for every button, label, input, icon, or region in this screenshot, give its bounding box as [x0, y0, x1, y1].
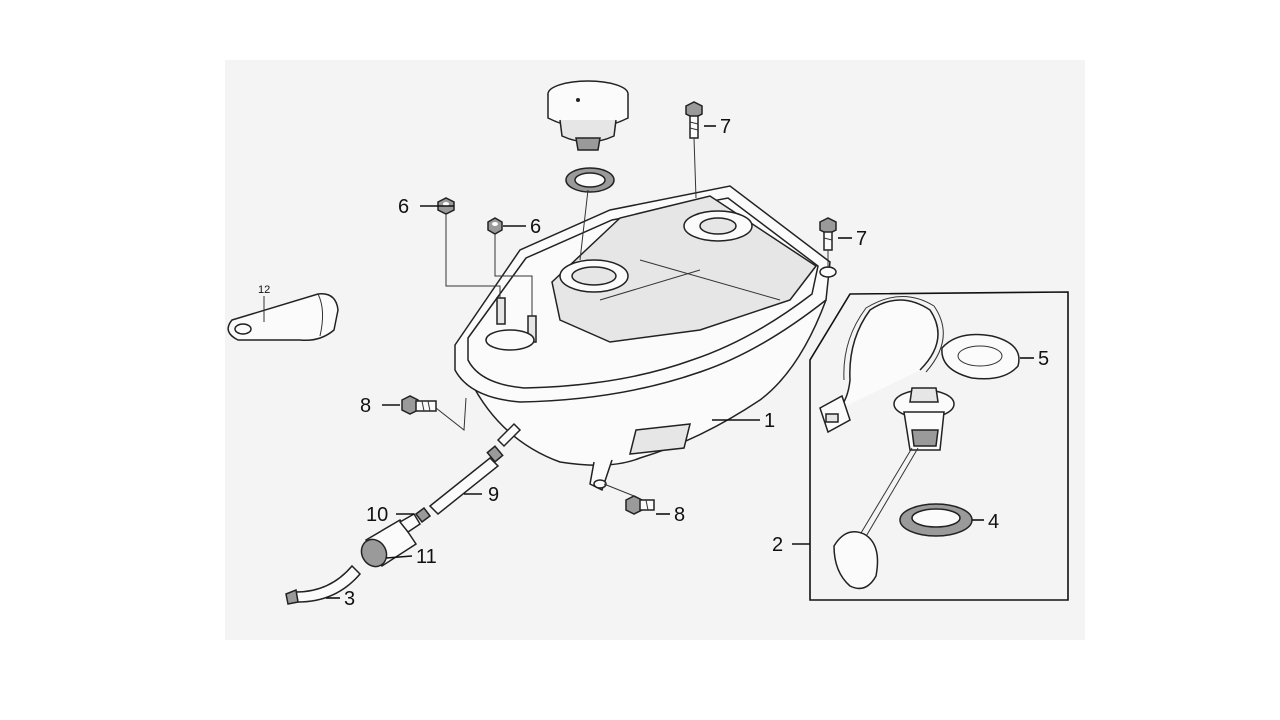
fuel-cap: [547, 80, 629, 151]
callout-7-top: 7: [720, 116, 731, 138]
part-10-clip: [414, 506, 432, 524]
part-2-fuel-pump-assembly: [819, 296, 955, 590]
part-4-seal-ring: [899, 503, 973, 537]
callout-2: 2: [772, 534, 783, 556]
part-8-bolt-left: [401, 395, 437, 415]
callout-10: 10: [366, 504, 388, 526]
callout-5: 5: [1038, 348, 1049, 370]
part-1-fuel-tank: [454, 185, 837, 492]
callouts: 1 2 3 4 5 6 6 7 7 8 8 9 10 11 12: [258, 116, 1049, 610]
part-3-lower-hose: [285, 564, 362, 605]
part-2-group-bracket: [809, 291, 1069, 601]
callout-1: 1: [764, 410, 775, 432]
callout-4: 4: [988, 511, 999, 533]
part-9-hose: [428, 445, 504, 516]
callout-12: 12: [258, 284, 270, 296]
callout-6-left: 6: [398, 196, 409, 218]
cap-seal-ring: [565, 167, 615, 193]
leader-lines: [263, 125, 1034, 599]
callout-3: 3: [344, 588, 355, 610]
part-6-nut-right: [487, 217, 503, 235]
callout-6-right: 6: [530, 216, 541, 238]
callout-8-left: 8: [360, 395, 371, 417]
part-5-lock-ring: [941, 333, 1020, 380]
part-7-bolt-right: [819, 217, 837, 251]
callout-8-right: 8: [674, 504, 685, 526]
callout-11: 11: [416, 546, 437, 568]
part-11-fuel-filter: [360, 512, 422, 568]
part-7-bolt-top: [685, 101, 703, 139]
callout-7-right: 7: [856, 228, 867, 250]
callout-9: 9: [488, 484, 499, 506]
part-12-bracket: [227, 293, 339, 342]
